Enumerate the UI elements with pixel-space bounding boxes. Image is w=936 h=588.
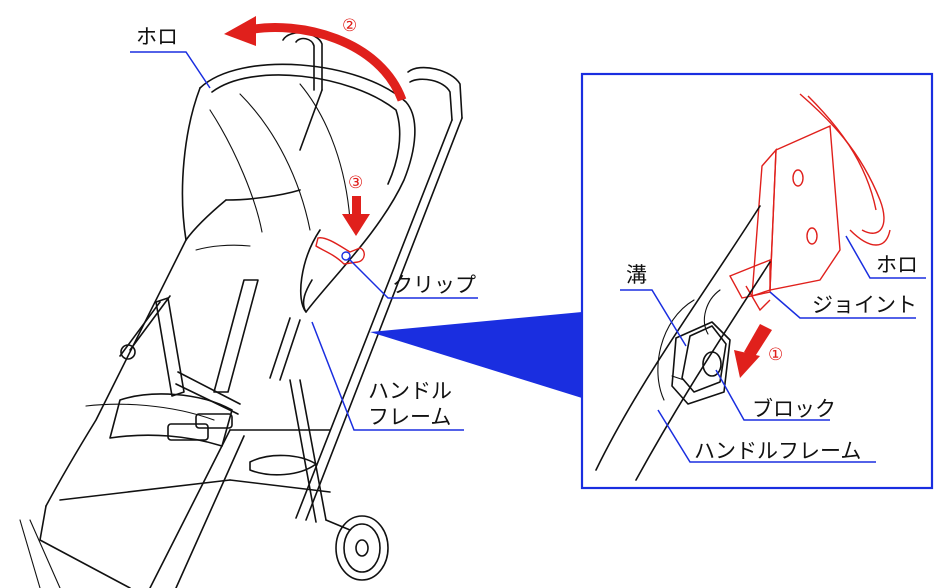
label-joint: ジョイント bbox=[812, 293, 917, 317]
detail-view: ① 溝 ホロ ジョイント ブロック ハンドルフレーム bbox=[580, 72, 934, 490]
label-handle-frame-detail: ハンドルフレーム bbox=[694, 439, 861, 463]
slide-joint-arrow bbox=[734, 324, 772, 378]
label-block: ブロック bbox=[752, 397, 836, 421]
label-groove: 溝 bbox=[626, 263, 647, 287]
label-clip: クリップ bbox=[392, 273, 476, 297]
label-handle-frame-line2: フレーム bbox=[368, 405, 451, 429]
label-hood-detail: ホロ bbox=[876, 253, 918, 277]
label-hood-group: ホロ bbox=[130, 25, 211, 89]
label-hood: ホロ bbox=[136, 25, 178, 49]
push-clip-arrow bbox=[342, 196, 370, 236]
step-2-number: ② bbox=[342, 16, 357, 36]
stroller-illustration bbox=[19, 32, 463, 588]
label-clip-group: クリップ bbox=[347, 257, 478, 299]
label-handle-frame-line1: ハンドル bbox=[368, 379, 452, 403]
front-wheel bbox=[325, 515, 389, 581]
step-3-number: ③ bbox=[348, 173, 363, 193]
step-1-number: ① bbox=[768, 345, 783, 365]
hood bbox=[181, 63, 416, 313]
label-handle-frame-group: ハンドル フレーム bbox=[311, 321, 464, 431]
zoom-callout-wedge bbox=[370, 312, 582, 398]
rotate-hood-arrow bbox=[224, 16, 407, 102]
joint-part bbox=[729, 124, 841, 312]
clip-part bbox=[315, 237, 365, 265]
block-part bbox=[671, 321, 731, 405]
